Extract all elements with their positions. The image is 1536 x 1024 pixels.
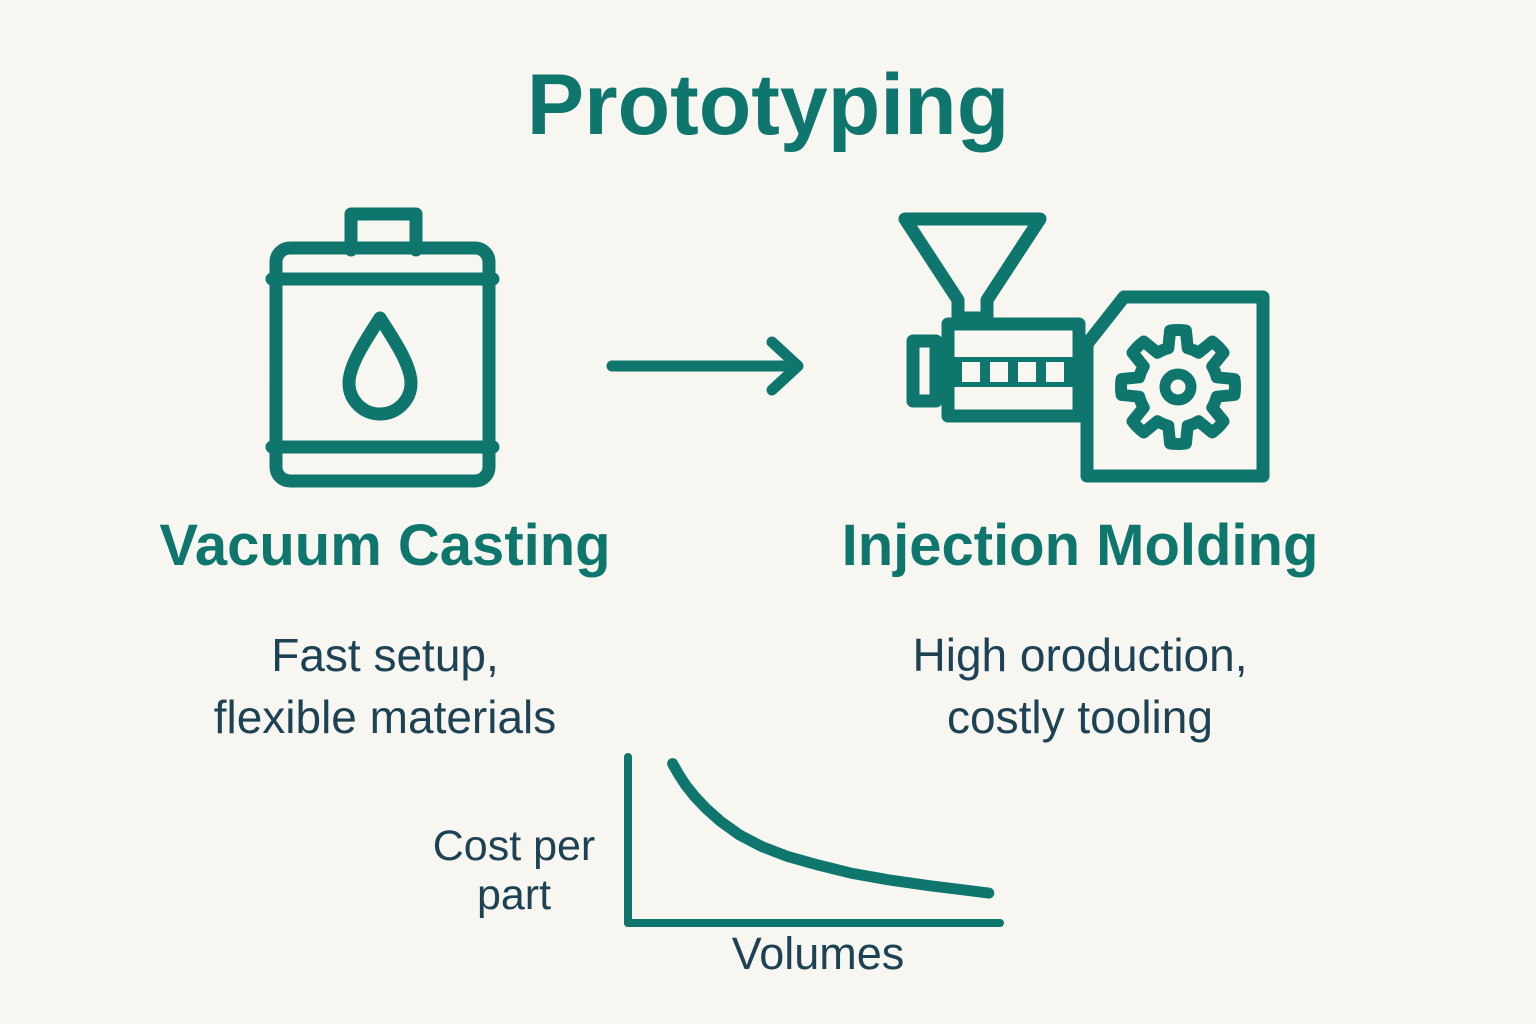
screw-segment — [962, 362, 980, 382]
droplet-container-icon — [265, 207, 500, 488]
cost-volume-chart — [624, 753, 1004, 927]
arrow-right-icon — [606, 336, 804, 396]
injection-molding-description: High oroduction, costly tooling — [912, 629, 1248, 743]
injection-molding-machine-icon — [898, 212, 1270, 483]
gear-outline — [1115, 324, 1241, 450]
screw-segment — [1046, 362, 1064, 382]
cost-curve — [667, 758, 995, 899]
page-title: Prototyping — [526, 57, 1010, 153]
hopper-funnel — [898, 212, 1047, 325]
container-body — [269, 241, 496, 488]
droplet-icon — [342, 311, 418, 421]
vacuum-casting-description: Fast setup, flexible materials — [213, 629, 557, 743]
injection-molding-heading: Injection Molding — [841, 513, 1319, 578]
container-cap — [344, 207, 423, 257]
gear-hub — [1159, 368, 1197, 406]
vacuum-casting-heading: Vacuum Casting — [159, 513, 611, 578]
screw-segment — [1018, 362, 1036, 382]
chart-x-axis-label: Volumes — [731, 928, 905, 979]
screw-segment — [990, 362, 1008, 382]
chart-y-axis-label: Cost per part — [432, 822, 596, 919]
arrow-head — [766, 336, 804, 396]
machine-end-block — [906, 334, 943, 408]
gear-icon — [1115, 324, 1241, 450]
